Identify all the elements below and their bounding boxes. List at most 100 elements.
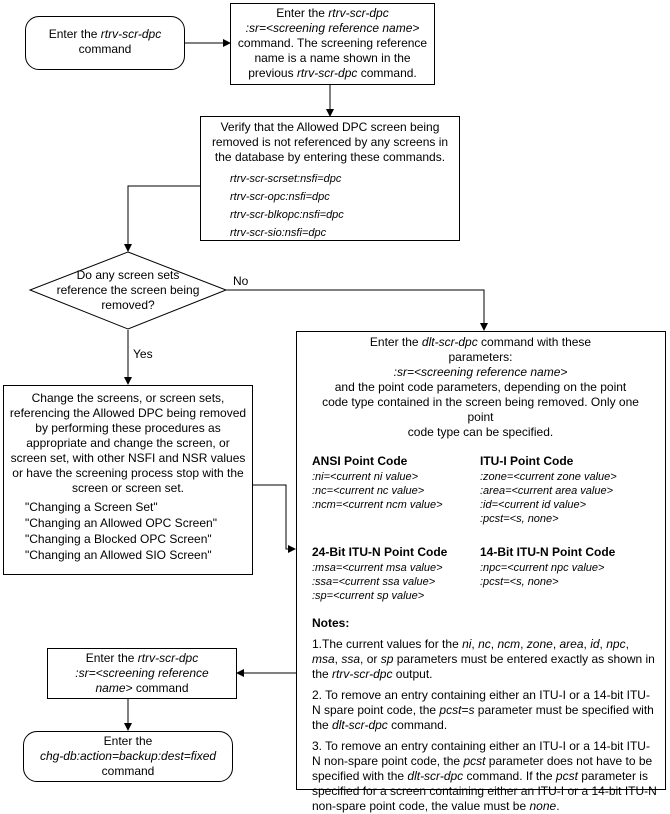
start-command: rtrv-scr-dpc (100, 27, 162, 41)
step-enter-dlt-scr-dpc: Enter the dlt-scr-dpc command with these… (296, 331, 666, 813)
dlt-param-sr: :sr=<screening reference name> (393, 365, 568, 379)
end-post: command (101, 764, 155, 778)
end-command: chg-db:action=backup:dest=fixed (39, 749, 217, 763)
itui-param: :zone=<current zone value> (480, 471, 617, 483)
note3-param: pcst (463, 754, 486, 768)
note1-param: sp (380, 652, 394, 666)
note1-sep: , or (360, 652, 381, 666)
note2-command: dlt-scr-dpc (332, 718, 388, 732)
note2-text: command. (387, 718, 448, 732)
note1-param: npc (606, 637, 626, 651)
verify-line2: removed is not referenced by any screens… (211, 135, 449, 149)
dlt-command: dlt-scr-dpc (421, 335, 478, 349)
itui-param: :id=<current id value> (480, 499, 587, 511)
step-enter-rtrv-scr-dpc: Enter the rtrv-scr-dpc :sr=<screening re… (230, 3, 435, 85)
ansi-title: ANSI Point Code (312, 454, 408, 468)
arrow-verify-to-decision (124, 185, 210, 252)
step-verify-references: Verify that the Allowed DPC screen being… (200, 116, 460, 241)
step1-text1: command. The screening reference (237, 36, 428, 50)
itui-param: :area=<current area value> (480, 485, 614, 497)
decision-line1: Do any screen sets (76, 268, 180, 282)
verify-line3: the database by entering these commands. (214, 150, 446, 164)
note2-text: 2. To remove an entry containing either … (312, 688, 650, 717)
note1-param: area (559, 637, 584, 651)
change-line: appropriate and change the screen, or (26, 436, 230, 450)
note-1: 1.The current values for the ni, nc, ncm… (312, 637, 657, 682)
note1-sep: , (520, 637, 527, 651)
note1-sep: , (625, 637, 629, 651)
note1-param: ni (462, 637, 472, 651)
dlt-post: command with these (477, 335, 592, 349)
note1-sep: , (490, 637, 498, 651)
procedure-reference: "Changing a Screen Set" (25, 500, 158, 514)
b24-title: 24-Bit ITU-N Point Code (312, 545, 448, 559)
step1-pre: Enter the (276, 6, 329, 20)
change-line: Change the screens, or screen sets, (31, 391, 225, 405)
verify-command: rtrv-scr-scrset:nsfi=dpc (230, 173, 342, 185)
note1-sep: , (471, 637, 479, 651)
decision-question: Do any screen sets reference the screen … (52, 268, 204, 313)
note-2: 2. To remove an entry containing either … (312, 688, 657, 733)
note1-text: 1.The current values for the (312, 637, 463, 651)
procedure-reference: "Changing a Blocked OPC Screen" (25, 532, 212, 546)
change-line: by performing these procedures as (35, 421, 221, 435)
ansi-param: :ni=<current ni value> (312, 471, 419, 483)
ansi-param: :ncm=<current ncm value> (312, 499, 443, 511)
b14-title: 14-Bit ITU-N Point Code (480, 545, 616, 559)
note2-text: parameter must be specified with the (312, 703, 654, 732)
note1-param: ssa (341, 652, 361, 666)
note3-param: pcst (555, 769, 578, 783)
dlt-line5: code type contained in the screen being … (322, 395, 639, 424)
decision-line2: reference the screen being (56, 283, 200, 297)
verify-command: rtrv-scr-sio:nsfi=dpc (230, 227, 327, 239)
note1-param: ncm (497, 637, 521, 651)
dlt-params-word: parameters: (448, 350, 513, 364)
step1-param: :sr=<screening reference name> (245, 21, 420, 35)
step1-text3-pre: previous (248, 66, 297, 80)
itui-title: ITU-I Point Code (480, 454, 574, 468)
b24-param: :sp=<current sp value> (312, 590, 425, 602)
note1-sep: , (334, 652, 342, 666)
note-3: 3. To remove an entry containing either … (312, 739, 657, 814)
step1-command: rtrv-scr-dpc (328, 6, 389, 20)
note1-param: id (590, 637, 600, 651)
end-terminator: Enter the chg-db:action=backup:dest=fixe… (23, 731, 233, 782)
rtrv2-pre: Enter the (85, 651, 138, 665)
note1-param: zone (526, 637, 553, 651)
step1-text3-cmd: rtrv-scr-dpc (296, 66, 358, 80)
b14-param: :pcst=<s, none> (480, 576, 559, 588)
b14-param: :npc=<current npc value> (480, 562, 605, 574)
note1-text: parameters must be entered exactly as sh… (312, 652, 655, 681)
procedure-reference: "Changing an Allowed SIO Screen" (25, 548, 212, 562)
arrow-decision-no (226, 289, 488, 331)
step1-text3-post: command. (357, 66, 417, 80)
change-line: screen set, with other NSFI and NSR valu… (10, 451, 246, 465)
change-line: screen or screen set. (71, 481, 185, 495)
rtrv2-command: rtrv-scr-dpc (137, 651, 199, 665)
note1-param: msa (312, 652, 335, 666)
start-text-post: command (78, 42, 132, 56)
change-line: or have the screening process stop with … (12, 466, 244, 480)
note1-command: rtrv-scr-dpc (332, 667, 393, 681)
dlt-pre: Enter the (369, 335, 422, 349)
rtrv2-param1: :sr=<screening reference (75, 666, 209, 680)
note1-sep: , (552, 637, 560, 651)
ansi-group: ANSI Point Code :ni=<current ni value> :… (312, 454, 477, 512)
notes-title: Notes: (312, 616, 350, 630)
note3-command: dlt-scr-dpc (407, 769, 464, 783)
step-enter-rtrv-scr-dpc-final: Enter the rtrv-scr-dpc :sr=<screening re… (47, 648, 237, 699)
note3-text: . (556, 799, 560, 813)
decision-line3: removed? (101, 298, 155, 312)
verify-command: rtrv-scr-blkopc:nsfi=dpc (230, 209, 344, 221)
note1-sep: , (599, 637, 607, 651)
arrow-change-to-dlt (253, 484, 296, 553)
rtrv2-post: command (132, 681, 189, 695)
change-line: referencing the Allowed DPC being remove… (9, 406, 247, 420)
note1-text: output. (392, 667, 433, 681)
decision-no-label: No (233, 274, 249, 288)
verify-command: rtrv-scr-opc:nsfi=dpc (230, 191, 330, 203)
note3-value: none (529, 799, 557, 813)
decision-yes-label: Yes (133, 347, 153, 361)
note1-param: nc (478, 637, 491, 651)
b14-group: 14-Bit ITU-N Point Code :npc=<current np… (480, 545, 655, 589)
